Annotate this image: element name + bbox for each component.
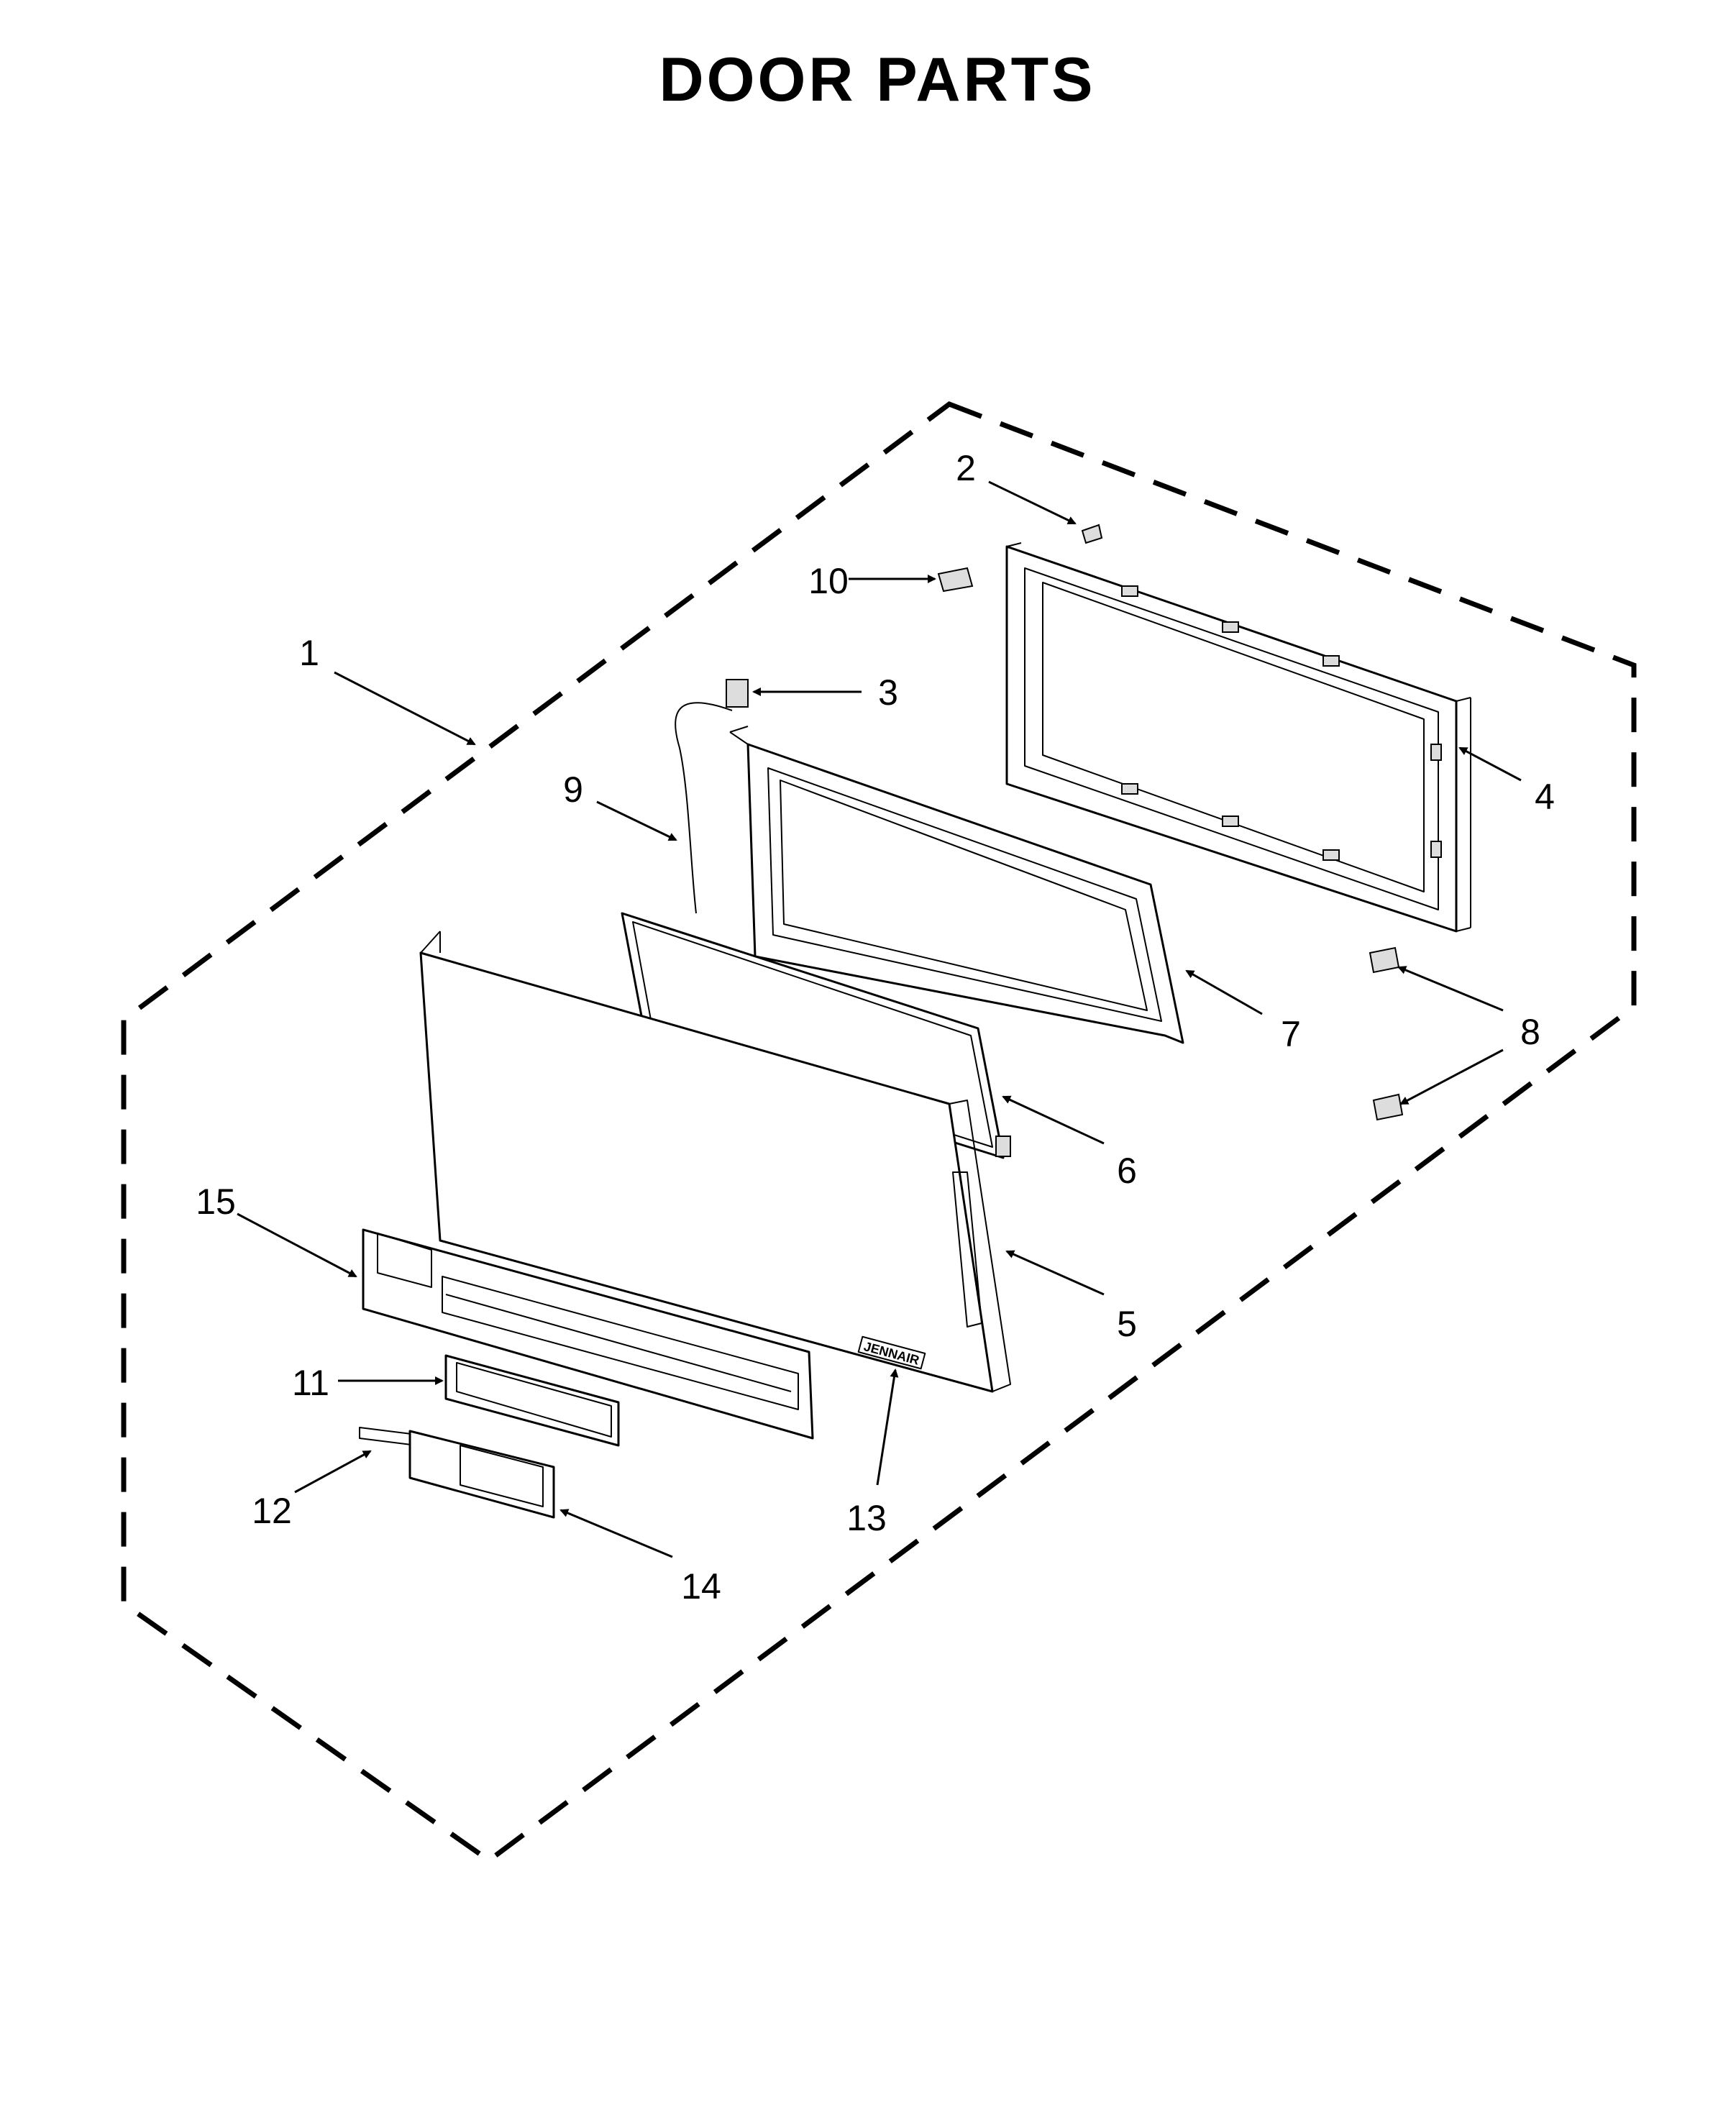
callout-14: 14	[681, 1566, 721, 1607]
leader-12	[294, 1450, 372, 1494]
leader-5	[1005, 1250, 1105, 1296]
leader-15	[237, 1212, 357, 1278]
leader-2	[988, 480, 1077, 525]
callout-12: 12	[252, 1491, 292, 1531]
leader-8b	[1399, 1048, 1504, 1105]
part-outer-door: JENNAIR	[419, 931, 1011, 1393]
callout-labels: 1 2 3 4 5 6 7 8 9 10 11 12 13 14 15	[196, 448, 1555, 1607]
part-ribbon-cable	[359, 1427, 418, 1446]
leader-13	[876, 1369, 899, 1486]
callout-6: 6	[1117, 1151, 1137, 1191]
callout-3: 3	[878, 672, 898, 713]
brand-badge	[857, 1335, 926, 1370]
part-wire-harness	[675, 679, 749, 914]
part-hinge-pin-lower	[1372, 1093, 1404, 1121]
assembly-boundary	[121, 401, 1637, 1864]
callout-2: 2	[956, 448, 976, 488]
part-control-panel	[444, 1354, 620, 1447]
leader-9	[596, 800, 677, 841]
leader-8a	[1397, 966, 1504, 1012]
callout-13: 13	[846, 1498, 887, 1538]
leader-7	[1185, 969, 1263, 1015]
part-hinge-pin-upper	[1369, 946, 1400, 974]
leader-6	[1002, 1095, 1105, 1145]
page-title: DOOR PARTS	[659, 45, 1096, 114]
part-display-board	[408, 1430, 555, 1519]
leader-14	[559, 1509, 673, 1558]
callout-5: 5	[1117, 1304, 1137, 1344]
leader-4	[1458, 746, 1522, 782]
callout-8: 8	[1520, 1012, 1540, 1052]
part-latch-10	[937, 567, 974, 593]
part-control-bracket	[362, 1228, 814, 1440]
callout-1: 1	[299, 633, 319, 673]
callout-9: 9	[563, 769, 583, 810]
leader-lines	[237, 480, 1522, 1558]
callout-7: 7	[1281, 1014, 1301, 1054]
callout-10: 10	[808, 561, 849, 601]
callout-11: 11	[292, 1363, 329, 1403]
part-choke-frame	[729, 726, 1184, 1044]
part-clip-2	[1081, 524, 1103, 544]
leader-1	[334, 671, 476, 746]
part-inner-frame	[1005, 542, 1471, 933]
callout-4: 4	[1535, 777, 1555, 817]
callout-15: 15	[196, 1182, 236, 1222]
